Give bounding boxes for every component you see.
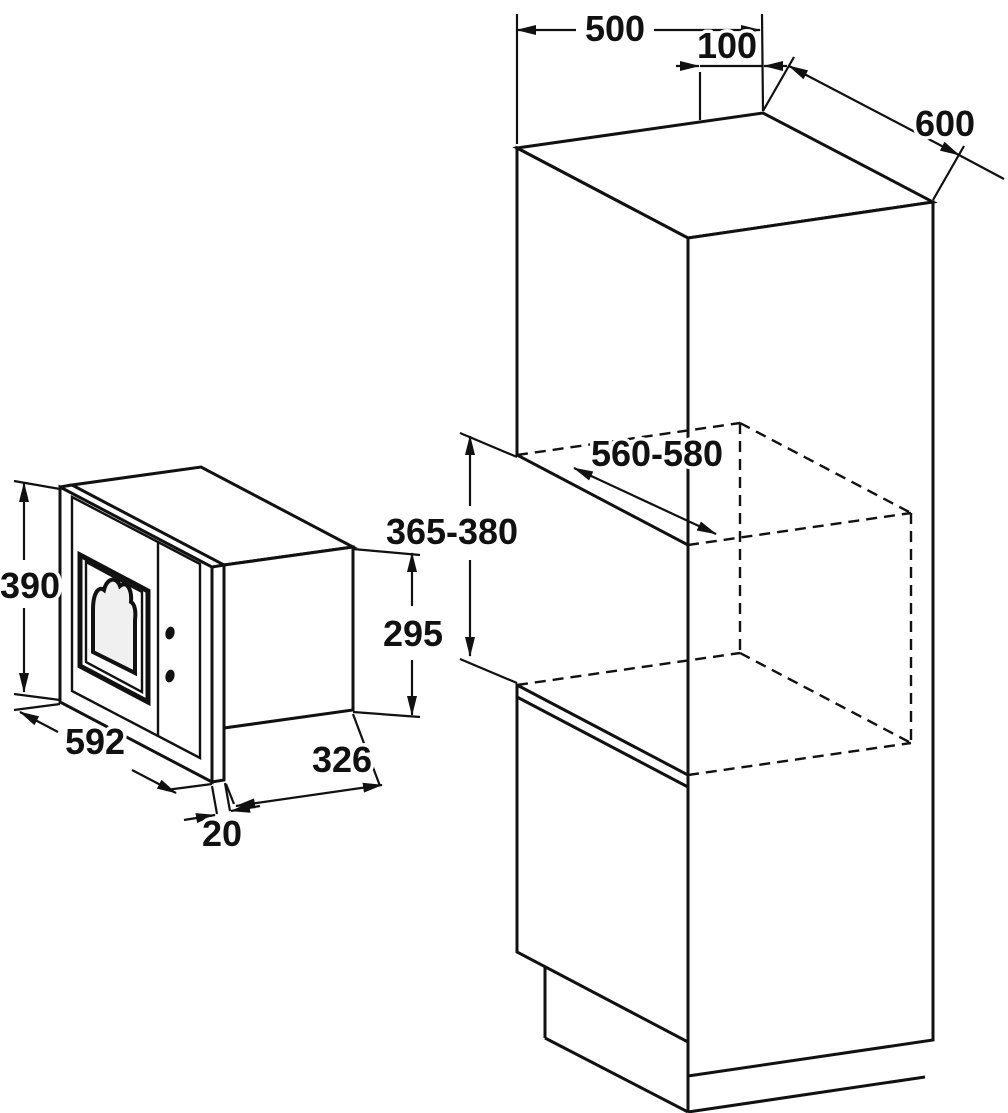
cabinet-front-lower-panel — [515, 682, 690, 1045]
extension-line — [223, 782, 232, 812]
window-inner-frame — [84, 559, 144, 695]
dim-label-mw-frame-depth: 20 — [202, 813, 242, 854]
niche-bottom-right-depth-edge — [687, 741, 912, 777]
dim-label-mw-body-height: 295 — [383, 613, 443, 654]
niche-floor-front-edge — [516, 695, 689, 789]
knob-lower — [165, 669, 175, 683]
dim-label-cab-width: 600 — [915, 103, 975, 144]
extension-line — [459, 657, 518, 685]
dimension-line — [573, 467, 717, 535]
cabinet-side-face — [686, 200, 935, 1078]
dim-niche-height: 365-380 — [382, 431, 522, 685]
dim-mw-frame-depth: 20 — [183, 782, 261, 858]
extension-line — [224, 783, 236, 805]
niche-back-top-edge — [739, 421, 912, 515]
window-arch-glass — [91, 577, 138, 677]
dim-mw-height: 390 — [0, 479, 64, 702]
cabinet — [512, 111, 938, 1113]
dimension-line — [235, 782, 383, 809]
niche-top-left-depth-edge — [516, 421, 741, 457]
dim-cab-depth: 500 — [515, 5, 765, 144]
niche-top-right-depth-edge — [687, 511, 912, 547]
dim-label-mw-height: 390 — [0, 565, 60, 606]
extension-line — [13, 692, 61, 702]
frame-top-depth-edge — [59, 483, 73, 489]
dim-mw-body-height: 295 — [352, 547, 447, 719]
dimension-arrow — [183, 813, 216, 823]
extension-line — [459, 431, 518, 459]
dim-label-niche-width: 560-580 — [591, 433, 723, 474]
dimension-line — [19, 711, 59, 733]
microwave-control-knobs — [165, 626, 175, 683]
dim-label-mw-width: 592 — [65, 721, 125, 762]
extension-line — [13, 702, 61, 712]
extension-line — [352, 710, 421, 719]
dim-cab-width: 600 — [762, 56, 1005, 201]
extension-line — [351, 713, 382, 787]
microwave-side-face — [222, 545, 355, 730]
dimension-line — [788, 65, 960, 156]
extension-line — [13, 479, 61, 491]
dimension-tail — [958, 154, 1005, 180]
niche-bottom-left-depth-edge — [516, 651, 741, 687]
plinth-side-bottom-edge — [687, 1075, 926, 1113]
dim-cab-back-offset: 100 — [676, 22, 787, 120]
microwave-front-inner-frame — [70, 495, 202, 760]
extension-line — [760, 13, 765, 112]
dimension-line — [131, 769, 177, 794]
dim-mw-body-depth: 326 — [224, 713, 383, 809]
dim-label-mw-body-depth: 326 — [312, 739, 372, 780]
niche-back-bottom-edge — [739, 651, 912, 745]
microwave-door-window — [77, 550, 151, 707]
extension-line — [165, 782, 213, 792]
microwave — [58, 465, 358, 785]
dim-label-cab-depth: 500 — [585, 8, 645, 49]
extension-line — [210, 785, 219, 815]
microwave-frame-side-sliver — [210, 563, 226, 784]
dim-niche-width: 560-580 — [573, 430, 727, 535]
dim-mw-width: 592 — [13, 702, 213, 794]
knob-upper — [165, 626, 175, 640]
cabinet-niche-hidden-lines — [516, 421, 913, 777]
plinth-front-bottom-edge — [544, 1036, 689, 1113]
dim-label-cab-back-offset: 100 — [697, 25, 757, 66]
dim-label-niche-height: 365-380 — [386, 511, 518, 552]
dimension-arrow — [230, 802, 261, 813]
